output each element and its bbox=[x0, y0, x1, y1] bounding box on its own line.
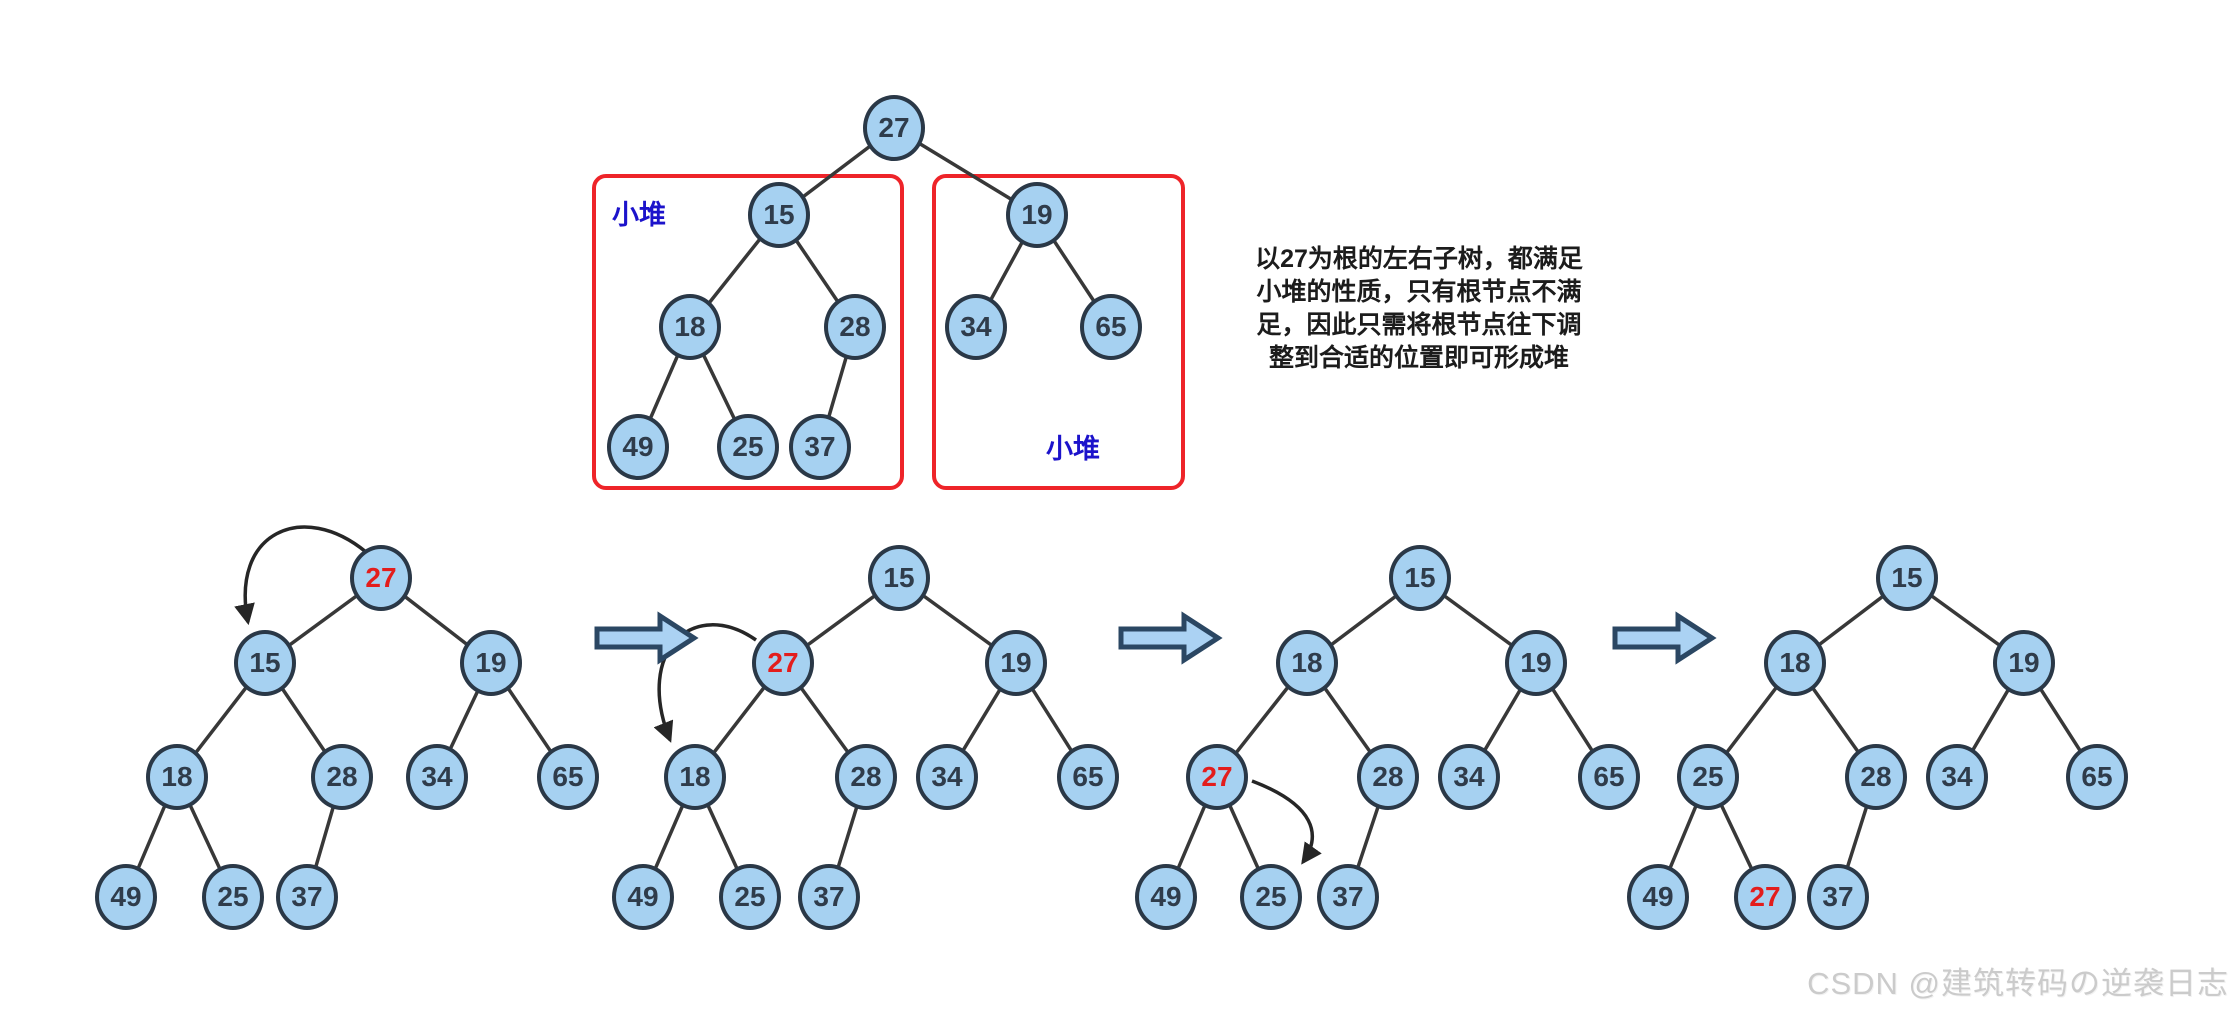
tree-node: 65 bbox=[1057, 744, 1119, 810]
tree-node: 25 bbox=[202, 864, 264, 930]
explanation-text: 以27为根的左右子树，都满足 小堆的性质，只有根节点不满 足，因此只需将根节点往… bbox=[1213, 243, 1625, 375]
tree-node: 15 bbox=[748, 182, 810, 248]
swap-arrow-27-to-25-icon bbox=[1251, 779, 1322, 865]
tree-node: 65 bbox=[537, 744, 599, 810]
tree-node: 49 bbox=[1135, 864, 1197, 930]
tree-node: 37 bbox=[276, 864, 338, 930]
tree-node: 28 bbox=[1845, 744, 1907, 810]
top-tree-edges bbox=[636, 126, 1113, 448]
tree-node: 37 bbox=[789, 414, 851, 480]
tree-node: 34 bbox=[1438, 744, 1500, 810]
tree-node: 25 bbox=[719, 864, 781, 930]
tree-node: 28 bbox=[824, 294, 886, 360]
tree-node: 25 bbox=[717, 414, 779, 480]
csdn-watermark: CSDN @建筑转码の逆袭日志 bbox=[1807, 966, 2229, 1001]
heap-label-left: 小堆 bbox=[612, 200, 666, 230]
tree-node: 19 bbox=[1006, 182, 1068, 248]
tree-node: 15 bbox=[1876, 545, 1938, 611]
tree-node: 37 bbox=[798, 864, 860, 930]
tree-node-highlighted: 27 bbox=[752, 630, 814, 696]
step-arrows bbox=[594, 611, 1717, 665]
tree-node: 19 bbox=[985, 630, 1047, 696]
heap-label-right: 小堆 bbox=[1046, 434, 1100, 464]
tree-node: 15 bbox=[234, 630, 296, 696]
tree-node-highlighted: 27 bbox=[1186, 744, 1248, 810]
tree-node: 49 bbox=[612, 864, 674, 930]
step-arrow-2-icon bbox=[1118, 611, 1223, 665]
step-arrow-1-icon bbox=[594, 611, 699, 665]
step-arrow-3-icon bbox=[1612, 611, 1717, 665]
step4-tree-edges bbox=[1656, 576, 2099, 898]
tree-node: 28 bbox=[835, 744, 897, 810]
tree-node: 18 bbox=[664, 744, 726, 810]
tree-node: 19 bbox=[1993, 630, 2055, 696]
explanation-line: 小堆的性质，只有根节点不满 bbox=[1256, 278, 1582, 306]
tree-node: 49 bbox=[1627, 864, 1689, 930]
step3-tree-edges bbox=[1164, 576, 1611, 898]
tree-node-highlighted: 27 bbox=[1734, 864, 1796, 930]
step1-tree-edges bbox=[124, 576, 570, 898]
tree-node: 25 bbox=[1240, 864, 1302, 930]
tree-node: 18 bbox=[1276, 630, 1338, 696]
tree-node: 18 bbox=[146, 744, 208, 810]
tree-node: 15 bbox=[1389, 545, 1451, 611]
tree-node: 28 bbox=[311, 744, 373, 810]
tree-node: 25 bbox=[1677, 744, 1739, 810]
tree-node: 34 bbox=[916, 744, 978, 810]
tree-node: 34 bbox=[945, 294, 1007, 360]
explanation-line: 足，因此只需将根节点往下调 bbox=[1256, 311, 1582, 339]
explanation-line: 整到合适的位置即可形成堆 bbox=[1268, 344, 1569, 372]
tree-node: 18 bbox=[1764, 630, 1826, 696]
tree-node: 34 bbox=[406, 744, 468, 810]
tree-node: 28 bbox=[1357, 744, 1419, 810]
tree-node: 15 bbox=[868, 545, 930, 611]
heap-box-right bbox=[932, 174, 1185, 490]
tree-node: 18 bbox=[659, 294, 721, 360]
swap-arrow-27-to-15-icon bbox=[234, 525, 368, 626]
tree-node: 27 bbox=[863, 95, 925, 161]
tree-node: 49 bbox=[607, 414, 669, 480]
tree-node: 49 bbox=[95, 864, 157, 930]
tree-node: 19 bbox=[1505, 630, 1567, 696]
tree-node-highlighted: 27 bbox=[350, 545, 412, 611]
tree-node: 65 bbox=[1578, 744, 1640, 810]
tree-node: 19 bbox=[460, 630, 522, 696]
tree-node: 34 bbox=[1926, 744, 1988, 810]
heap-box-left bbox=[592, 174, 904, 490]
explanation-line: 以27为根的左右子树，都满足 bbox=[1255, 245, 1583, 273]
tree-node: 37 bbox=[1807, 864, 1869, 930]
tree-node: 37 bbox=[1317, 864, 1379, 930]
tree-node: 65 bbox=[1080, 294, 1142, 360]
tree-node: 65 bbox=[2066, 744, 2128, 810]
